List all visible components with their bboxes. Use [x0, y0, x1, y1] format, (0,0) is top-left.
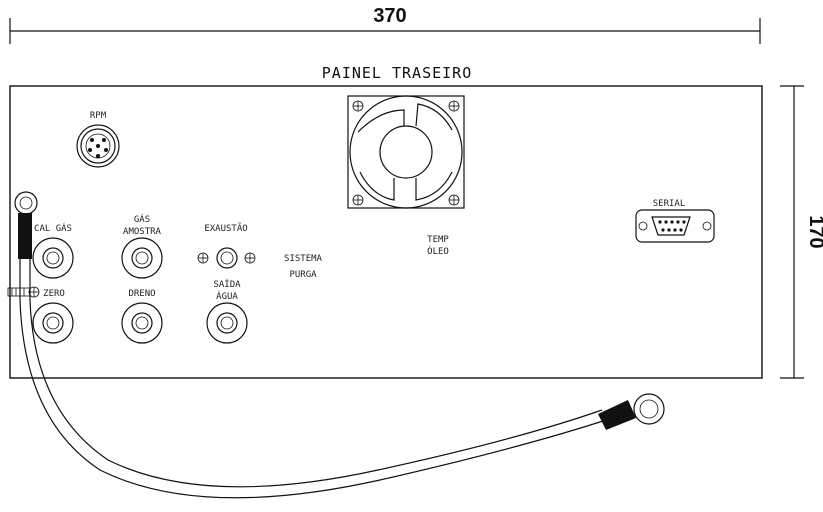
- dreno-port: DRENO: [121, 289, 163, 344]
- height-value: 170: [805, 215, 823, 248]
- cal-gas-label: CAL GÁS: [34, 222, 72, 234]
- ground-cable: [7, 191, 665, 499]
- saida-agua-port: SAÍDA ÁGUA: [206, 278, 248, 344]
- serial-port: SERIAL: [635, 199, 715, 243]
- width-value: 370: [373, 5, 406, 27]
- fan-icon: [347, 95, 465, 209]
- saida-label-1: SAÍDA: [213, 278, 241, 290]
- exaustao-port: EXAUSTÃO: [197, 223, 256, 269]
- rpm-label: RPM: [90, 111, 107, 121]
- oleo-label: ÓLEO: [427, 245, 449, 257]
- gas-amostra-label-1: GÁS: [134, 213, 150, 225]
- dreno-label: DRENO: [128, 289, 155, 299]
- cal-gas-port: CAL GÁS: [32, 222, 74, 279]
- width-dimension: 370: [9, 5, 761, 44]
- temp-label: TEMP: [427, 235, 449, 245]
- zero-label: ZERO: [43, 289, 65, 299]
- height-dimension: 170: [780, 85, 823, 379]
- gas-amostra-label-2: AMOSTRA: [123, 227, 162, 237]
- exaustao-label: EXAUSTÃO: [204, 223, 247, 234]
- zero-port: ZERO: [32, 289, 74, 344]
- gas-amostra-port: GÁS AMOSTRA: [121, 213, 163, 279]
- saida-label-2: ÁGUA: [216, 290, 238, 302]
- rpm-connector: RPM: [76, 111, 120, 168]
- purga-label: PURGA: [289, 270, 317, 280]
- panel-title: PAINEL TRASEIRO: [322, 64, 472, 82]
- serial-label: SERIAL: [653, 199, 686, 209]
- sistema-label: SISTEMA: [284, 254, 323, 264]
